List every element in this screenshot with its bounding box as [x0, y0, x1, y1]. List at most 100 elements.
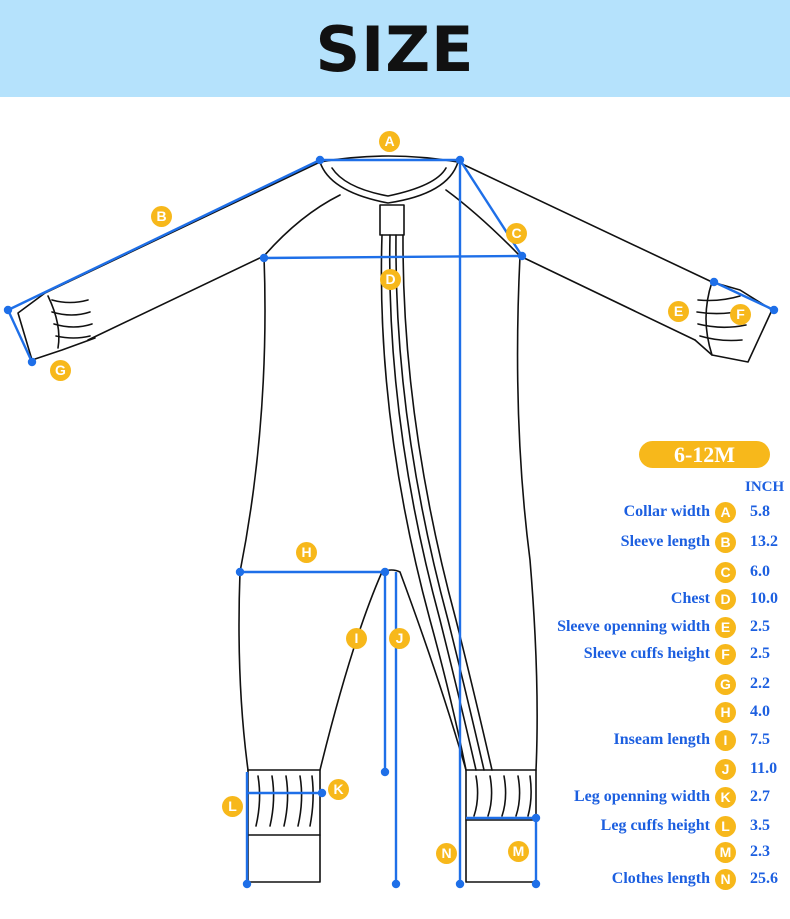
size-badge: 6-12M: [639, 441, 770, 468]
measurement-row: Clothes length N 25.6: [0, 868, 790, 890]
measurement-row: C 6.0: [0, 561, 790, 583]
zipper-line-2: [388, 234, 477, 771]
measure-dot: [235, 567, 245, 577]
badge-n: N: [436, 843, 457, 864]
measure-dot: [380, 567, 390, 577]
badge-k: K: [328, 779, 349, 800]
row-badge: E: [715, 617, 736, 638]
zipper-line-4: [402, 234, 493, 771]
measurement-row: G 2.2: [0, 673, 790, 695]
unit-header: INCH: [745, 479, 785, 495]
row-badge: K: [715, 787, 736, 808]
zipper-line-3: [395, 234, 485, 771]
left-cuff-ribbing: [51, 299, 93, 339]
row-badge: H: [715, 702, 736, 723]
row-label: Clothes length: [611, 870, 710, 887]
measure-dot: [455, 155, 465, 165]
left-raglan-seam: [263, 194, 341, 257]
measurement-row: Sleeve openning width E 2.5: [0, 616, 790, 638]
badge-l: L: [222, 796, 243, 817]
measure-dot: [709, 277, 719, 287]
row-badge: D: [715, 589, 736, 610]
measurement-row: J 11.0: [0, 758, 790, 780]
page-title: SIZE: [315, 13, 475, 86]
left-sleeve-bottom: [87, 255, 265, 341]
row-label: Chest: [670, 590, 710, 607]
collar-inner: [331, 167, 447, 197]
row-badge: J: [715, 759, 736, 780]
measure-dot: [380, 767, 390, 777]
measure-dot: [242, 879, 252, 889]
right-cuff-seam: [705, 281, 713, 356]
measurement-row: Leg cuffs height L 3.5: [0, 815, 790, 837]
left-leg-ribbing: [255, 775, 314, 827]
row-label: Sleeve openning width: [557, 618, 710, 635]
row-badge: L: [715, 816, 736, 837]
row-value: 10.0: [750, 590, 778, 607]
right-leg-ribbing: [473, 775, 532, 817]
measure-line-f: [713, 280, 775, 312]
right-raglan-seam: [445, 189, 521, 257]
row-value: 2.5: [750, 618, 770, 635]
badge-g: G: [50, 360, 71, 381]
row-label: Collar width: [623, 503, 710, 520]
measure-dot: [455, 879, 465, 889]
row-badge: I: [715, 730, 736, 751]
row-badge: C: [715, 562, 736, 583]
zipper-pull: [379, 204, 405, 236]
row-badge: G: [715, 674, 736, 695]
measurement-row: M 2.3: [0, 841, 790, 863]
measure-dot: [259, 253, 269, 263]
measurement-row: Sleeve length B 13.2: [0, 531, 790, 553]
badge-e: E: [668, 301, 689, 322]
row-badge: N: [715, 869, 736, 890]
badge-h: H: [296, 542, 317, 563]
row-badge: B: [715, 532, 736, 553]
left-cuff-seam: [47, 295, 60, 349]
measure-dot: [531, 813, 541, 823]
row-value: 3.5: [750, 817, 770, 834]
collar-outer: [319, 161, 459, 204]
measure-dot: [517, 251, 527, 261]
badge-j: J: [389, 628, 410, 649]
measure-dot: [317, 788, 327, 798]
row-label: Sleeve cuffs height: [583, 645, 710, 662]
badge-i: I: [346, 628, 367, 649]
badge-b: B: [151, 206, 172, 227]
row-label: Leg cuffs height: [600, 817, 710, 834]
measure-dot: [769, 305, 779, 315]
right-sleeve-bottom: [519, 255, 696, 341]
badge-a: A: [379, 131, 400, 152]
badge-f: F: [730, 304, 751, 325]
measure-line-b: [7, 158, 321, 312]
row-value: 7.5: [750, 731, 770, 748]
measurement-row: Chest D 10.0: [0, 588, 790, 610]
measure-line-g: [6, 309, 34, 363]
right-cuff-ribbing: [696, 295, 747, 342]
row-value: 13.2: [750, 533, 778, 550]
row-value: 2.3: [750, 843, 770, 860]
crotch-inner-legs: [319, 569, 467, 771]
right-body-side: [516, 255, 538, 771]
measure-dot: [315, 155, 325, 165]
romper-outline: [17, 155, 773, 883]
measurement-row: Collar width A 5.8: [0, 501, 790, 523]
row-label: Leg openning width: [573, 788, 710, 805]
row-label: Inseam length: [613, 731, 710, 748]
measurement-row: Sleeve cuffs height F 2.5: [0, 643, 790, 665]
row-value: 2.7: [750, 788, 770, 805]
row-value: 25.6: [750, 870, 778, 887]
row-value: 11.0: [750, 760, 778, 777]
right-cuff: [694, 281, 773, 363]
badge-c: C: [506, 223, 527, 244]
measurement-row: Inseam length I 7.5: [0, 729, 790, 751]
measure-dot: [531, 879, 541, 889]
right-sleeve-top: [457, 161, 713, 283]
row-value: 5.8: [750, 503, 770, 520]
measure-line-d: [263, 254, 523, 260]
zipper-line-1: [380, 234, 467, 771]
row-value: 2.2: [750, 675, 770, 692]
measurement-row: H 4.0: [0, 701, 790, 723]
row-value: 6.0: [750, 563, 770, 580]
badge-m: M: [508, 841, 529, 862]
